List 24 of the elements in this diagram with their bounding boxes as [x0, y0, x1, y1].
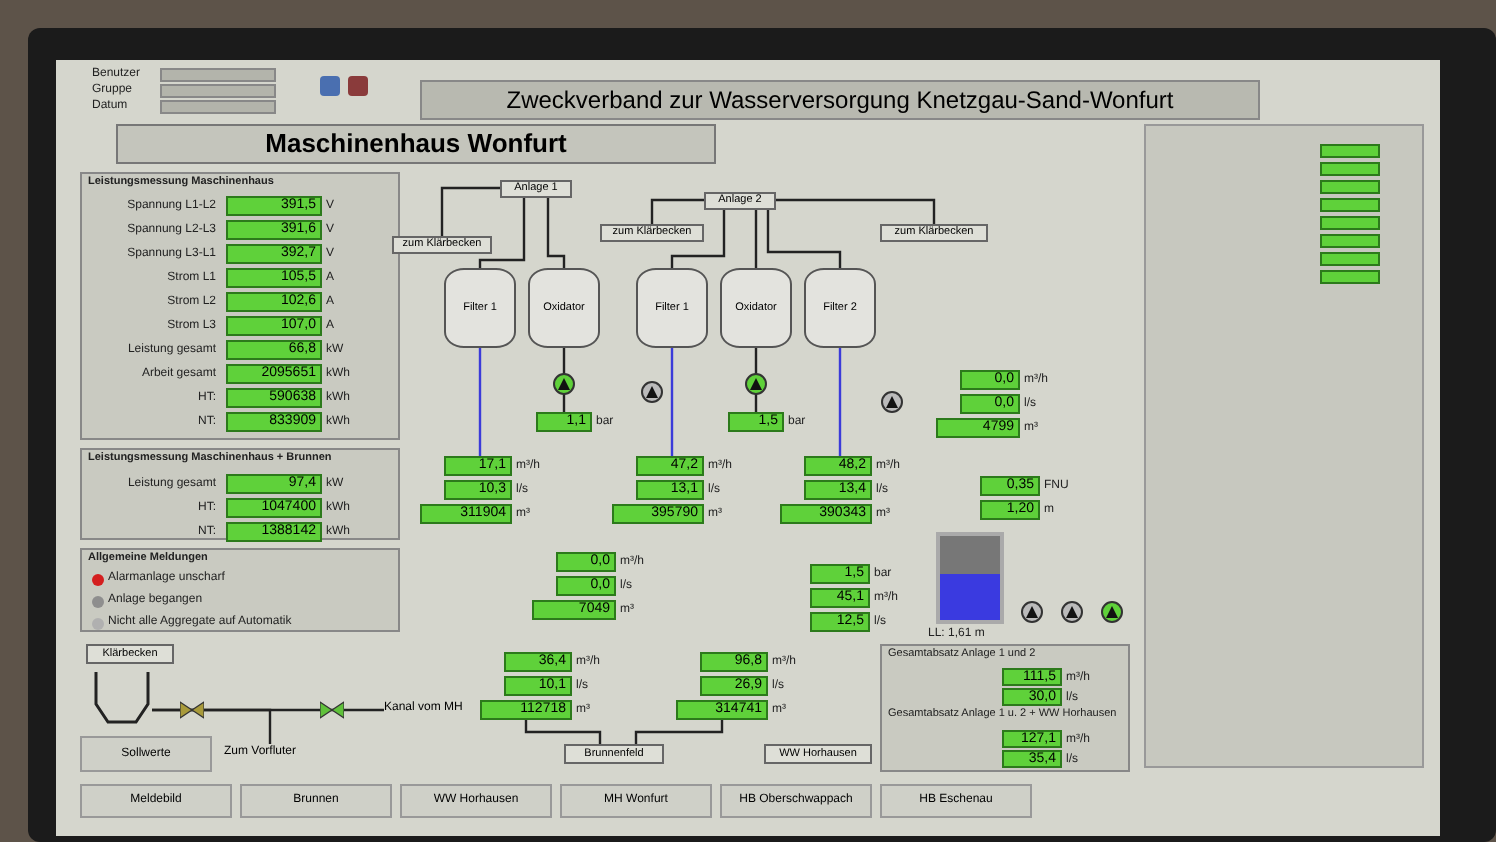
title-bar: Zweckverband zur Wasserversorgung Knetzgau-Sand-Wonfurt: [420, 80, 1260, 120]
pipe-connector: [546, 198, 566, 268]
pipe-connector: [152, 708, 272, 744]
pipe-connector: [754, 210, 758, 268]
pipe-connector: [776, 198, 936, 224]
pipe-connector: [634, 720, 724, 744]
measurement-panel: [880, 644, 1130, 772]
measurement-panel: [80, 548, 400, 632]
pipe-connector: [754, 348, 758, 412]
pipe-connector: [524, 720, 602, 744]
basin-drawing: [92, 672, 152, 724]
water-pipe: [478, 348, 482, 456]
heading-bar: Maschinenhaus Wonfurt: [116, 124, 716, 164]
pipe-connector: [670, 210, 726, 268]
pipe-connector: [478, 198, 526, 268]
pipe-connector: [766, 210, 842, 268]
level-gauge: [936, 532, 1004, 624]
measurement-panel: [80, 172, 400, 440]
pipe-connector: [562, 348, 566, 412]
pipe-connector: [650, 198, 704, 224]
water-pipe: [670, 348, 674, 456]
water-pipe: [838, 348, 842, 456]
measurement-panel: [80, 448, 400, 540]
pipe-connector: [440, 186, 500, 236]
